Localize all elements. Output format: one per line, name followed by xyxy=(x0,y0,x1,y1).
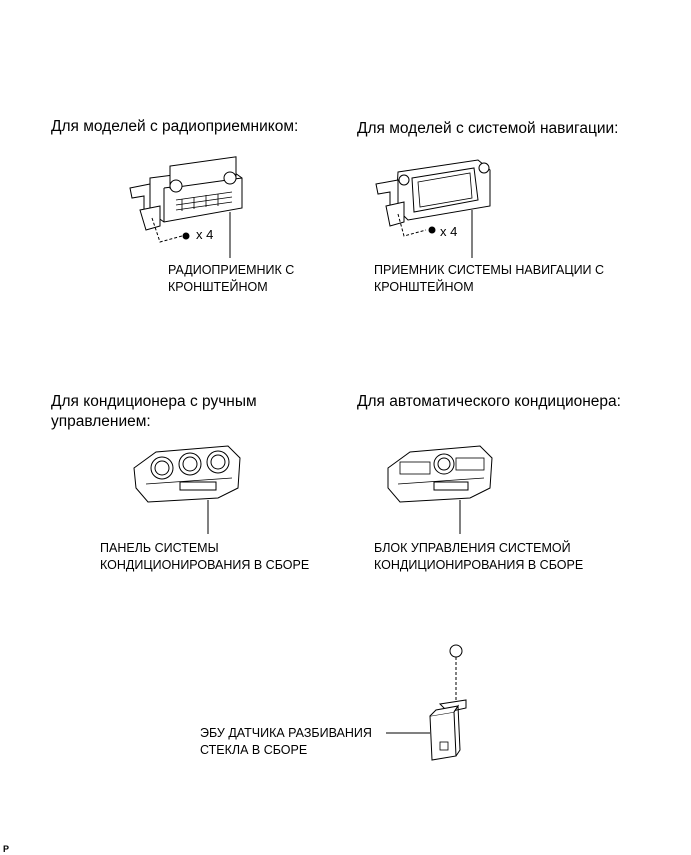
navigation-caption-line1: ПРИЕМНИК СИСТЕМЫ НАВИГАЦИИ С xyxy=(374,263,605,277)
radio-caption-line2: КРОНШТЕЙНОМ xyxy=(168,280,268,294)
manual-ac-caption-line1: ПАНЕЛЬ СИСТЕМЫ xyxy=(100,541,219,555)
glass-sensor-caption-line1: ЭБУ ДАТЧИКА РАЗБИВАНИЯ xyxy=(200,726,372,740)
auto-ac-unit-illustration xyxy=(387,445,493,534)
manual-ac-heading-line1: Для кондиционера с ручным xyxy=(51,393,257,410)
auto-ac-caption-line1: БЛОК УПРАВЛЕНИЯ СИСТЕМОЙ xyxy=(374,541,571,555)
glass-sensor-caption-line2: СТЕКЛА В СБОРЕ xyxy=(200,743,308,757)
glass-sensor-illustration xyxy=(386,644,467,761)
radio-screw-quantity: x 4 xyxy=(196,227,214,242)
radio-receiver-illustration xyxy=(129,156,243,258)
radio-caption-line1: РАДИОПРИЕМНИК С xyxy=(168,263,295,277)
manual-ac-heading-line2: управлением: xyxy=(51,413,151,430)
manual-ac-panel-illustration xyxy=(133,445,241,534)
manual-ac-caption-line2: КОНДИЦИОНИРОВАНИЯ В СБОРЕ xyxy=(100,558,310,572)
corner-mark: P xyxy=(3,844,10,854)
navigation-caption-line2: КРОНШТЕЙНОМ xyxy=(374,280,474,294)
navigation-screw-quantity: x 4 xyxy=(440,224,458,239)
auto-ac-heading: Для автоматического кондиционера: xyxy=(357,393,621,410)
radio-section-heading: Для моделей с радиоприемником: xyxy=(51,118,299,135)
navigation-section-heading: Для моделей с системой навигации: xyxy=(357,120,619,137)
navigation-receiver-illustration xyxy=(375,159,491,258)
auto-ac-caption-line2: КОНДИЦИОНИРОВАНИЯ В СБОРЕ xyxy=(374,558,584,572)
